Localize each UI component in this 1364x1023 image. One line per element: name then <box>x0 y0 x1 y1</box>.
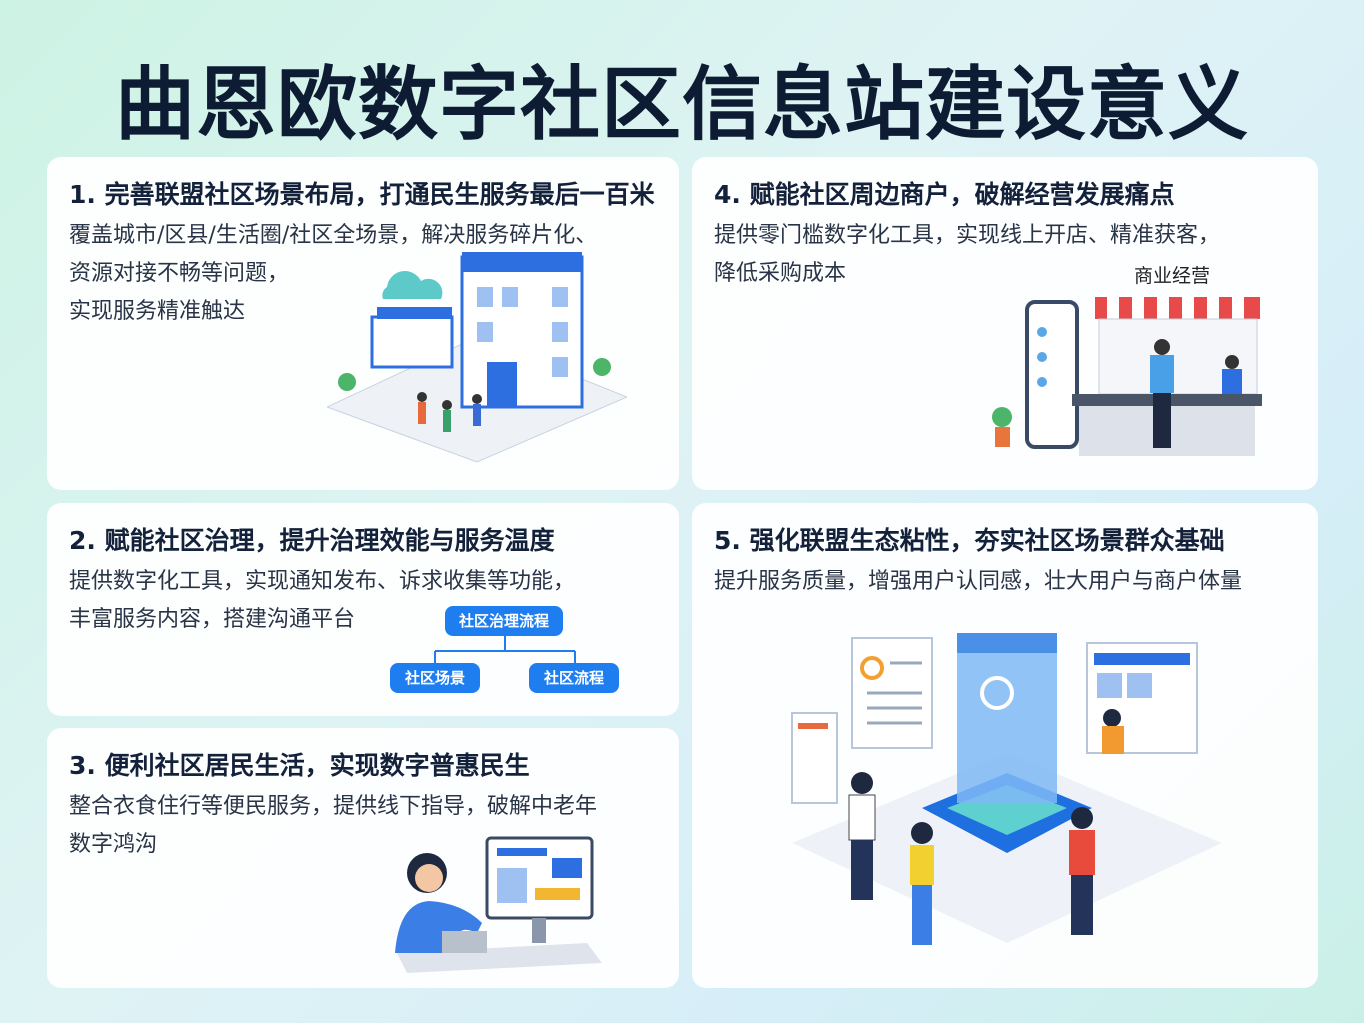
card-5: 5. 强化联盟生态粘性，夯实社区场景群众基础 提升服务质量，增强用户认同感，壮大… <box>692 503 1318 988</box>
card-text: 丰富服务内容，搭建沟通平台 <box>69 607 356 632</box>
card-text: 覆盖城市/区县/生活圈/社区全场景，解决服务碎片化、 <box>69 223 598 248</box>
card-heading: 2. 赋能社区治理，提升治理效能与服务温度 <box>69 526 555 555</box>
card-heading: 3. 便利社区居民生活，实现数字普惠民生 <box>69 751 530 780</box>
card-text: 降低采购成本 <box>714 261 847 286</box>
card-4: 4. 赋能社区周边商户，破解经营发展痛点 提供零门槛数字化工具，实现线上开店、精… <box>692 157 1318 490</box>
card-text: 提供数字化工具，实现通知发布、诉求收集等功能， <box>69 569 576 594</box>
card-heading: 1. 完善联盟社区场景布局，打通民生服务最后一百米 <box>69 180 655 209</box>
card-2: 2. 赋能社区治理，提升治理效能与服务温度 提供数字化工具，实现通知发布、诉求收… <box>47 503 679 716</box>
card-1: 1. 完善联盟社区场景布局，打通民生服务最后一百米 覆盖城市/区县/生活圈/社区… <box>47 157 679 490</box>
data-center-ecosystem-illustration <box>791 633 1222 945</box>
shop-label: 商业经营 <box>1134 265 1211 287</box>
card-text: 资源对接不畅等问题， <box>69 261 290 286</box>
card-heading: 5. 强化联盟生态粘性，夯实社区场景群众基础 <box>714 526 1225 555</box>
resident-computer-illustration <box>395 836 602 973</box>
card-text: 实现服务精准触达 <box>69 299 246 324</box>
card-text: 提供零门槛数字化工具，实现线上开店、精准获客， <box>714 223 1221 248</box>
shop-illustration <box>992 297 1262 456</box>
flow-node-right: 社区流程 <box>529 663 619 693</box>
card-3: 3. 便利社区居民生活，实现数字普惠民生 整合衣食住行等便民服务，提供线下指导，… <box>47 728 679 988</box>
card-text: 提升服务质量，增强用户认同感，壮大用户与商户体量 <box>714 569 1243 594</box>
card-heading: 4. 赋能社区周边商户，破解经营发展痛点 <box>714 180 1175 209</box>
flow-root-node: 社区治理流程 <box>445 606 563 636</box>
community-building-illustration <box>327 252 627 463</box>
flow-node-left: 社区场景 <box>390 663 480 693</box>
page-title: 曲恩欧数字社区信息站建设意义 <box>115 58 1249 151</box>
flow-connector-lines <box>434 636 576 666</box>
card-text: 数字鸿沟 <box>69 832 158 857</box>
card-text: 整合衣食住行等便民服务，提供线下指导，破解中老年 <box>69 794 598 819</box>
